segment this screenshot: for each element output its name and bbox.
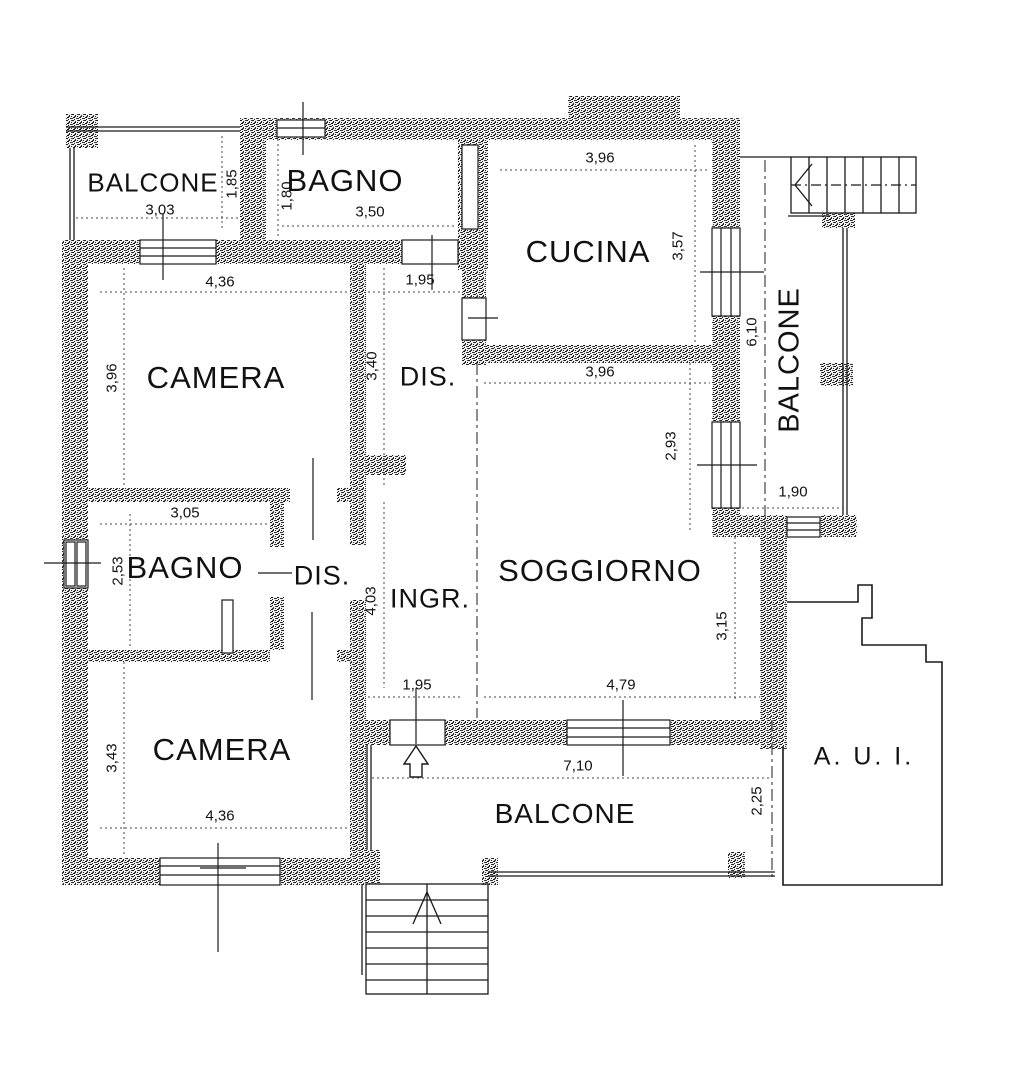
dim-balcone-bottom-width: 7,10: [563, 757, 593, 775]
dim-camera-bottom-height: 3,43: [103, 743, 121, 773]
dim-ingresso-width: 1,95: [402, 676, 432, 694]
dim-cucina-height: 3,57: [669, 231, 687, 261]
dim-soggiorno-height-upper: 2,93: [662, 431, 680, 461]
dim-soggiorno-width-bottom: 4,79: [606, 676, 636, 694]
room-label-bagno-middle: BAGNO: [126, 550, 244, 585]
dim-soggiorno-height-lower: 3,15: [713, 611, 731, 641]
opening-markers: [44, 102, 764, 952]
dim-balcone-top-left-height: 1,85: [223, 169, 241, 199]
dim-camera-top-height: 3,96: [103, 363, 121, 393]
dim-bagno-middle-width: 3,05: [170, 504, 200, 522]
room-label-balcone-top-left: BALCONE: [87, 167, 219, 198]
dim-soggiorno-width-top: 3,96: [585, 363, 615, 381]
balcony-railings: [66, 126, 848, 877]
dim-balcone-top-left-width: 3,03: [145, 201, 175, 219]
stairs-direction-arrow-icon: [794, 163, 813, 207]
stairs-up-arrow-icon: [412, 891, 442, 925]
dim-bagno-top-height: 1,80: [278, 181, 296, 211]
room-label-balcone-right: BALCONE: [773, 287, 806, 433]
room-label-cucina: CUCINA: [525, 234, 651, 269]
room-label-camera-top: CAMERA: [146, 360, 286, 395]
room-label-balcone-bottom: BALCONE: [494, 798, 636, 829]
dim-cucina-width: 3,96: [585, 149, 615, 167]
dim-balcone-right-height: 6,10: [743, 317, 761, 347]
stairs-bottom: [361, 883, 489, 995]
dim-camera-bottom-width: 4,36: [205, 807, 235, 825]
room-label-soggiorno: SOGGIORNO: [498, 553, 702, 588]
dim-bagno-top-width: 3,50: [355, 203, 385, 221]
room-label-disimpegno-middle: DIS.: [293, 560, 351, 591]
room-label-disimpegno-top: DIS.: [399, 361, 457, 392]
dim-disimpegno-top-width: 1,95: [405, 271, 435, 289]
open-boundaries: [476, 160, 773, 877]
windows-and-openings: [63, 119, 821, 886]
entrance-arrow-icon: [402, 744, 430, 778]
room-label-aui: A. U. I.: [813, 742, 915, 771]
dimension-guides: [76, 136, 843, 856]
room-label-bagno-top: BAGNO: [286, 163, 404, 198]
dim-disimpegno-top-height: 3,40: [363, 351, 381, 381]
dim-balcone-right-width: 1,90: [778, 483, 808, 501]
dim-ingresso-height: 4,03: [362, 586, 380, 616]
room-label-ingresso: INGR.: [389, 583, 471, 614]
stairs-top-right: [790, 156, 917, 214]
aui-outline: [782, 584, 943, 886]
walls: [62, 96, 857, 885]
dim-balcone-bottom-height: 2,25: [748, 786, 766, 816]
dim-bagno-middle-height: 2,53: [109, 556, 127, 586]
dim-camera-top-width: 4,36: [205, 273, 235, 291]
room-label-camera-bottom: CAMERA: [152, 732, 292, 767]
